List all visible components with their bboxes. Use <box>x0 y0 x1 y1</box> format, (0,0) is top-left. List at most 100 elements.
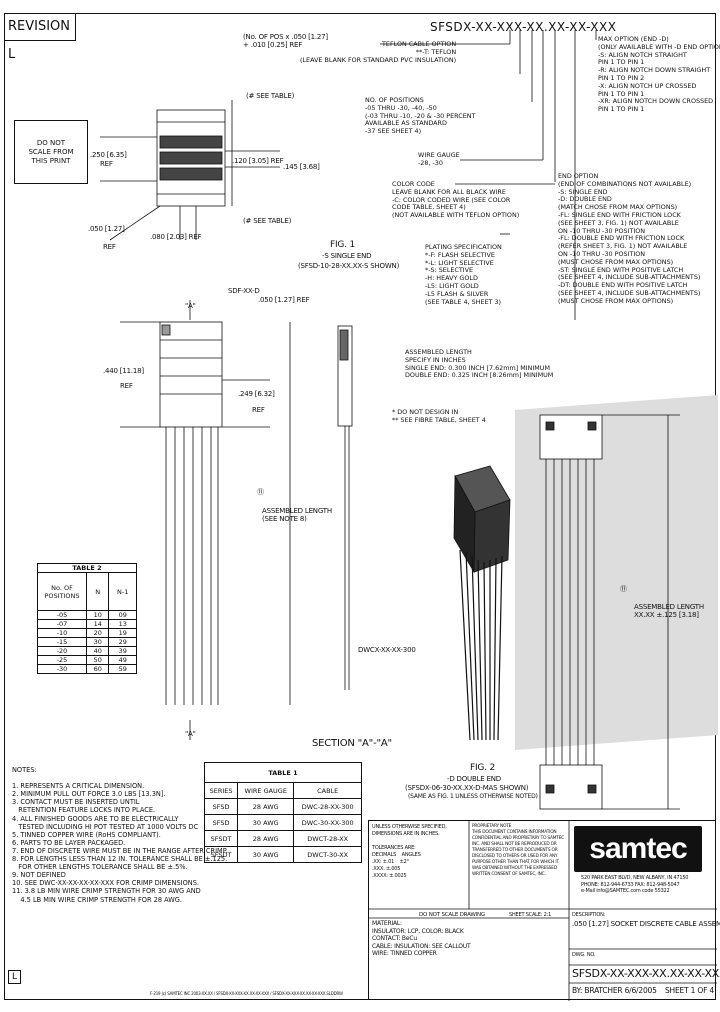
connector-top-view <box>156 109 226 207</box>
dwcx-label: DWCX-XX-XX-300 <box>358 646 416 654</box>
table-cell: -20 <box>37 646 87 656</box>
table-cell: 13 <box>108 619 137 629</box>
dim-ref: REF <box>103 243 116 251</box>
sheet-scale: SHEET SCALE: 2:1 <box>509 912 552 918</box>
table-cell: 30 AWG <box>237 846 295 863</box>
fig1-side-view <box>337 325 353 690</box>
table-cell: 20 <box>85 628 110 638</box>
connector-front-view <box>159 321 223 428</box>
company-address: 520 PARK EAST BLVD, NEW ALBANY, IN 47150… <box>581 875 689 894</box>
see-table-label: (# SEE TABLE) <box>243 217 292 225</box>
table-cell: 49 <box>108 655 137 665</box>
copyright-line: F-219 (c) SAMTEC INC 2003-XX.XX / SFSDX-… <box>150 991 343 996</box>
drawn-by: BY: BRATCHER 6/6/2005 <box>572 986 657 995</box>
table-title: TABLE 1 <box>204 762 362 783</box>
dim-ref: REF <box>252 406 265 414</box>
critical-dim-marker: ⑪ <box>257 488 264 496</box>
section-a-marker: "A" <box>185 730 196 738</box>
table-header: CABLE <box>293 782 362 799</box>
scale-line: DO NOT <box>36 138 66 147</box>
drawing-number: SFSDX-XX-XXX-XX.XX-XX-XXX <box>572 967 720 980</box>
rev-marker: L <box>8 970 21 984</box>
option-plating: PLATING SPECIFICATION *-F: FLASH SELECTI… <box>425 243 502 306</box>
table-cell: -07 <box>37 619 87 629</box>
table-header: N-1 <box>108 572 137 611</box>
table-title: TABLE 2 <box>37 563 137 573</box>
title-block-grid <box>369 821 717 1001</box>
table-cell: 09 <box>108 610 137 620</box>
table-cell: 40 <box>85 646 110 656</box>
option-wire-gauge: WIRE GAUGE -28, -30 <box>418 151 460 167</box>
table-header: No. OF POSITIONS <box>37 572 87 611</box>
scale-line: SCALE FROM <box>28 147 74 156</box>
dim-145: .145 [3.68] <box>283 163 320 171</box>
dim-ref: REF <box>100 160 113 168</box>
table-cell: 10 <box>85 610 110 620</box>
option-max: MAX OPTION (END -D) (ONLY AVAILABLE WITH… <box>598 35 720 114</box>
table-cell: DWCT-28-XX <box>293 830 362 847</box>
table-cell: 50 <box>85 655 110 665</box>
dim-250: .250 [6.35] <box>90 151 127 159</box>
table-cell: -05 <box>37 610 87 620</box>
table-cell: 39 <box>108 646 137 656</box>
title-block: UNLESS OTHERWISE SPECIFIED,DIMENSIONS AR… <box>368 820 720 1001</box>
table-cell: -30 <box>37 664 87 674</box>
fig2-subcaption: (SAME AS FIG. 1 UNLESS OTHERWISE NOTED) <box>408 793 538 800</box>
dim-050: .050 [1.27] <box>88 225 125 233</box>
table-cell: -25 <box>37 655 87 665</box>
table-cell: 28 AWG <box>237 830 295 847</box>
scale-line: THIS PRINT <box>31 156 71 165</box>
table-cell: -10 <box>37 628 87 638</box>
dwg-no-label: DWG. NO. <box>572 952 596 958</box>
cable-wires <box>165 427 219 705</box>
see-table-label: (# SEE TABLE) <box>246 92 295 100</box>
samtec-logo: samtec <box>574 826 702 872</box>
description: .050 [1.27] SOCKET DISCRETE CABLE ASSEMB… <box>572 920 720 928</box>
table-cell: DWCT-30-XX <box>293 846 362 863</box>
table-cell: 60 <box>85 664 110 674</box>
table-cell: 14 <box>85 619 110 629</box>
fig2-subcaption: (SFSDX-06-30-XX.XX-D-MAS SHOWN) <box>405 784 529 792</box>
option-length: ASSEMBLED LENGTH SPECIFY IN INCHES SINGL… <box>405 348 554 380</box>
positions-formula: (No. OF POS x .050 [1.27]+ .010 [0.25] R… <box>243 33 328 49</box>
part-number-header: SFSDX-XX-XXX-XX.XX-XX-XXX <box>430 20 617 34</box>
option-teflon: TEFLON CABLE OPTION **-T: TEFLON (LEAVE … <box>300 40 457 64</box>
table-cell: -15 <box>37 637 87 647</box>
table-cell: 29 <box>108 637 137 647</box>
option-color-code: COLOR CODE LEAVE BLANK FOR ALL BLACK WIR… <box>392 180 520 220</box>
assembled-length-left: ASSEMBLED LENGTH(SEE NOTE 8) <box>262 507 332 523</box>
do-not-scale-drawing: DO NOT SCALE DRAWING <box>419 912 485 918</box>
section-a-marker: "A" <box>185 302 196 310</box>
fig1-subcaption: -S SINGLE END <box>322 252 372 260</box>
fig2-double-end-view <box>539 414 603 810</box>
revision-box: REVISION L <box>4 13 76 62</box>
dim-050-top: .050 [1.27] REF <box>258 296 310 304</box>
dim-440: .440 [11.18] <box>103 367 144 375</box>
table-cell: 59 <box>108 664 137 674</box>
fig1-subcaption: (SFSD-10-28-XX.XX-S SHOWN) <box>298 262 400 270</box>
dim-249: .249 [6.32] <box>238 390 275 398</box>
description-label: DESCRIPTION: <box>572 912 606 918</box>
table-header: N <box>85 572 110 611</box>
section-title: SECTION "A"-"A" <box>312 738 392 749</box>
option-end: END OPTION (END OF COMBINATIONS NOT AVAI… <box>558 172 701 305</box>
table-cell: 28 AWG <box>237 798 295 815</box>
fig1-caption: FIG. 1 <box>330 240 356 250</box>
tolerance-block: UNLESS OTHERWISE SPECIFIED,DIMENSIONS AR… <box>372 824 447 879</box>
option-positions: NO. OF POSITIONS -05 THRU -30, -40, -50 … <box>365 96 476 136</box>
table-header: WIRE GAUGE <box>237 782 295 799</box>
table-cell: DWC-28-XX-300 <box>293 798 362 815</box>
iso-connector-image <box>453 465 511 741</box>
critical-dim-marker: ⑪ <box>620 585 627 593</box>
contact-grid <box>159 135 223 181</box>
table-cell: DWC-30-XX-300 <box>293 814 362 831</box>
dim-080: .080 [2.03] REF <box>150 233 202 241</box>
table-cell: 30 <box>85 637 110 647</box>
notes-block: NOTES: 1. REPRESENTS A CRITICAL DIMENSIO… <box>12 766 228 904</box>
